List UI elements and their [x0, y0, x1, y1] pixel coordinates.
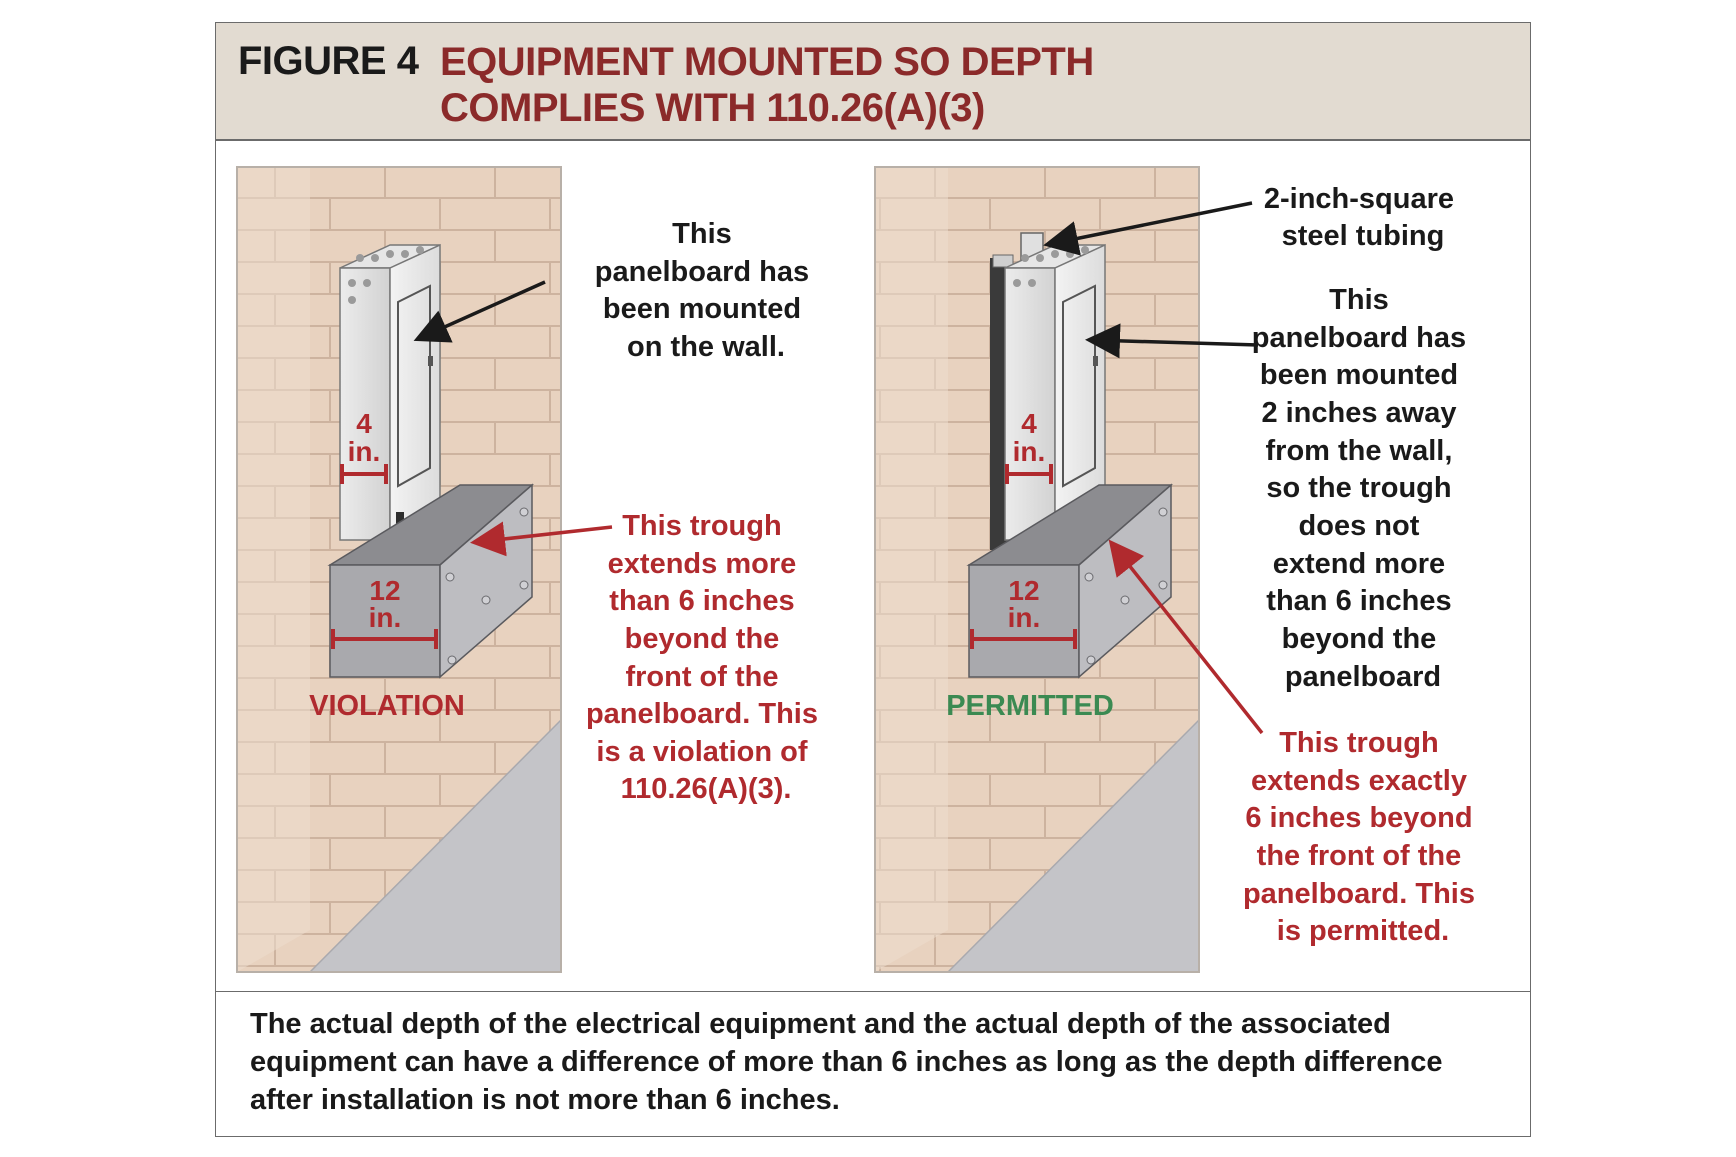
right-note-line-5: from the wall, — [1266, 435, 1453, 467]
right-note-line-7: does not — [1299, 510, 1420, 542]
left-note-line-2: panelboard has — [595, 256, 809, 288]
figure-caption: The actual depth of the electrical equip… — [250, 1008, 1443, 1116]
right-note-line-4: 2 inches away — [1261, 397, 1456, 429]
left-panel-arrow — [413, 280, 546, 343]
tubing-line-1: 2-inch-square — [1264, 183, 1454, 215]
right-trough-line-4: the front of the — [1257, 840, 1462, 872]
right-trough-depth-value: 12 — [1008, 575, 1039, 606]
left-panelboard — [339, 243, 441, 542]
figure-title-line-1: EQUIPMENT MOUNTED SO DEPTH — [440, 40, 1094, 84]
left-trough-line-6: panelboard. This — [586, 698, 818, 730]
left-trough-line-1: This trough — [622, 510, 781, 542]
figure-title-line-2: COMPLIES WITH 110.26(A)(3) — [440, 86, 985, 130]
left-panel-depth-unit: in. — [348, 436, 381, 467]
right-panelboard — [1004, 243, 1106, 542]
left-trough-depth-value: 12 — [369, 575, 400, 606]
right-note-line-2: panelboard has — [1252, 322, 1466, 354]
left-scene: 4 in. 12 in. VIOLATION This panelboard h… — [236, 166, 826, 973]
right-trough-line-5: panelboard. This — [1243, 878, 1475, 910]
right-panel-note: This panelboard has been mounted 2 inche… — [1252, 284, 1474, 693]
tubing-note: 2-inch-square steel tubing — [1264, 183, 1462, 252]
left-panel-depth-value: 4 — [356, 408, 372, 439]
left-trough-line-5: front of the — [625, 661, 778, 693]
right-note-line-9: than 6 inches — [1266, 585, 1451, 617]
right-panel-depth-unit: in. — [1013, 436, 1046, 467]
caption-divider — [216, 991, 1530, 992]
right-note-line-11: panelboard — [1285, 661, 1441, 693]
figure-title: EQUIPMENT MOUNTED SO DEPTH COMPLIES WITH… — [440, 39, 1340, 131]
left-note-line-4: on the wall. — [627, 331, 785, 363]
figure-label: FIGURE 4 — [238, 39, 419, 83]
left-note-line-3: been mounted — [603, 293, 801, 325]
left-panel-dimension: 4 in. — [340, 408, 388, 484]
right-note-line-3: been mounted — [1260, 359, 1458, 391]
right-trough-line-1: This trough — [1279, 727, 1438, 759]
violation-label: VIOLATION — [309, 690, 465, 722]
left-trough-line-2: extends more — [608, 548, 797, 580]
right-trough-depth-unit: in. — [1008, 602, 1041, 633]
left-panel-note: This panelboard has been mounted on the … — [595, 218, 817, 363]
right-note-line-10: beyond the — [1282, 623, 1437, 655]
right-trough-line-3: 6 inches beyond — [1245, 802, 1472, 834]
permitted-label: PERMITTED — [946, 690, 1114, 722]
right-note-line-6: so the trough — [1266, 472, 1451, 504]
left-trough-line-4: beyond the — [625, 623, 780, 655]
left-trough — [327, 483, 535, 679]
right-panel-arrow — [1085, 323, 1259, 359]
right-scene: 4 in. 12 in. PERMITTED 2-inch-square ste… — [874, 166, 1483, 973]
right-note-line-1: This — [1329, 284, 1389, 316]
right-trough-arrow — [1108, 539, 1264, 735]
left-trough-depth-unit: in. — [369, 602, 402, 633]
right-panel-dimension: 4 in. — [1005, 408, 1053, 484]
left-trough-arrow — [470, 521, 613, 557]
right-panel-depth-value: 4 — [1021, 408, 1037, 439]
tubing-arrow — [1043, 201, 1253, 256]
left-trough-line-3: than 6 inches — [609, 585, 794, 617]
right-trough-line-6: is permitted. — [1277, 915, 1449, 947]
right-trough-dimension: 12 in. — [970, 575, 1077, 649]
left-note-line-1: This — [672, 218, 732, 250]
right-note-line-8: extend more — [1273, 548, 1445, 580]
figure-header: FIGURE 4 EQUIPMENT MOUNTED SO DEPTH COMP… — [216, 23, 1530, 141]
tubing-line-2: steel tubing — [1282, 220, 1445, 252]
left-trough-line-7: is a violation of — [596, 736, 807, 768]
left-trough-note: This trough extends more than 6 inches b… — [586, 510, 826, 805]
right-trough-note: This trough extends exactly 6 inches bey… — [1243, 727, 1483, 947]
left-trough-dimension: 12 in. — [331, 575, 438, 649]
left-trough-line-8: 110.26(A)(3). — [621, 773, 792, 805]
right-trough — [966, 483, 1174, 679]
right-trough-line-2: extends exactly — [1251, 765, 1467, 797]
